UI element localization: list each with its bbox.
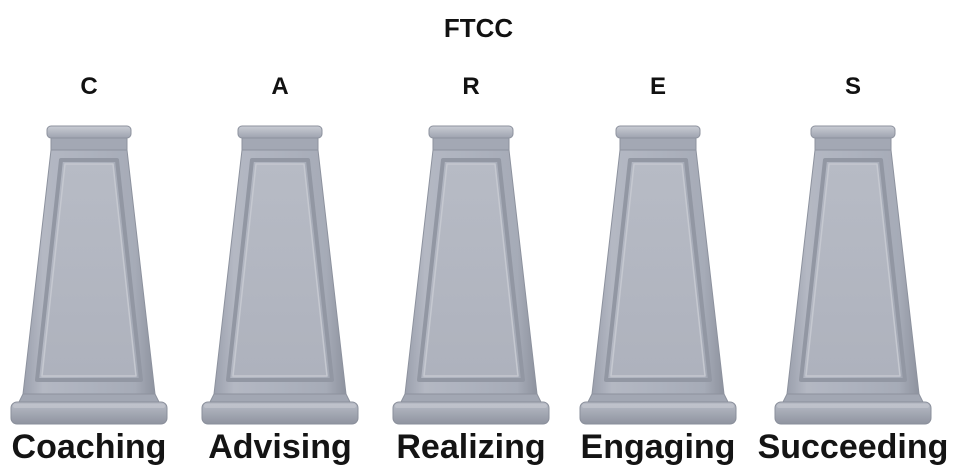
pillar-realizing: R [381,0,561,466]
pillar-advising: A [190,0,370,466]
pillar-letter: E [649,73,666,100]
pillar-word: Succeeding [757,428,949,466]
pillar-word: Coaching [11,428,167,466]
pillar-word: Realizing [396,428,546,466]
pillar-coaching: C [0,0,179,466]
pillar-letter: S [844,73,861,100]
pillar-word: Engaging [580,428,736,466]
pillar-letter: A [271,73,289,100]
pillar-letter: C [80,73,98,100]
pillar-word: Advising [208,428,352,466]
pillar-letter: R [462,73,480,100]
pillar-succeeding: S [758,0,949,466]
pillar-engaging: E [568,0,748,466]
diagram-title: FTCC [443,13,514,43]
